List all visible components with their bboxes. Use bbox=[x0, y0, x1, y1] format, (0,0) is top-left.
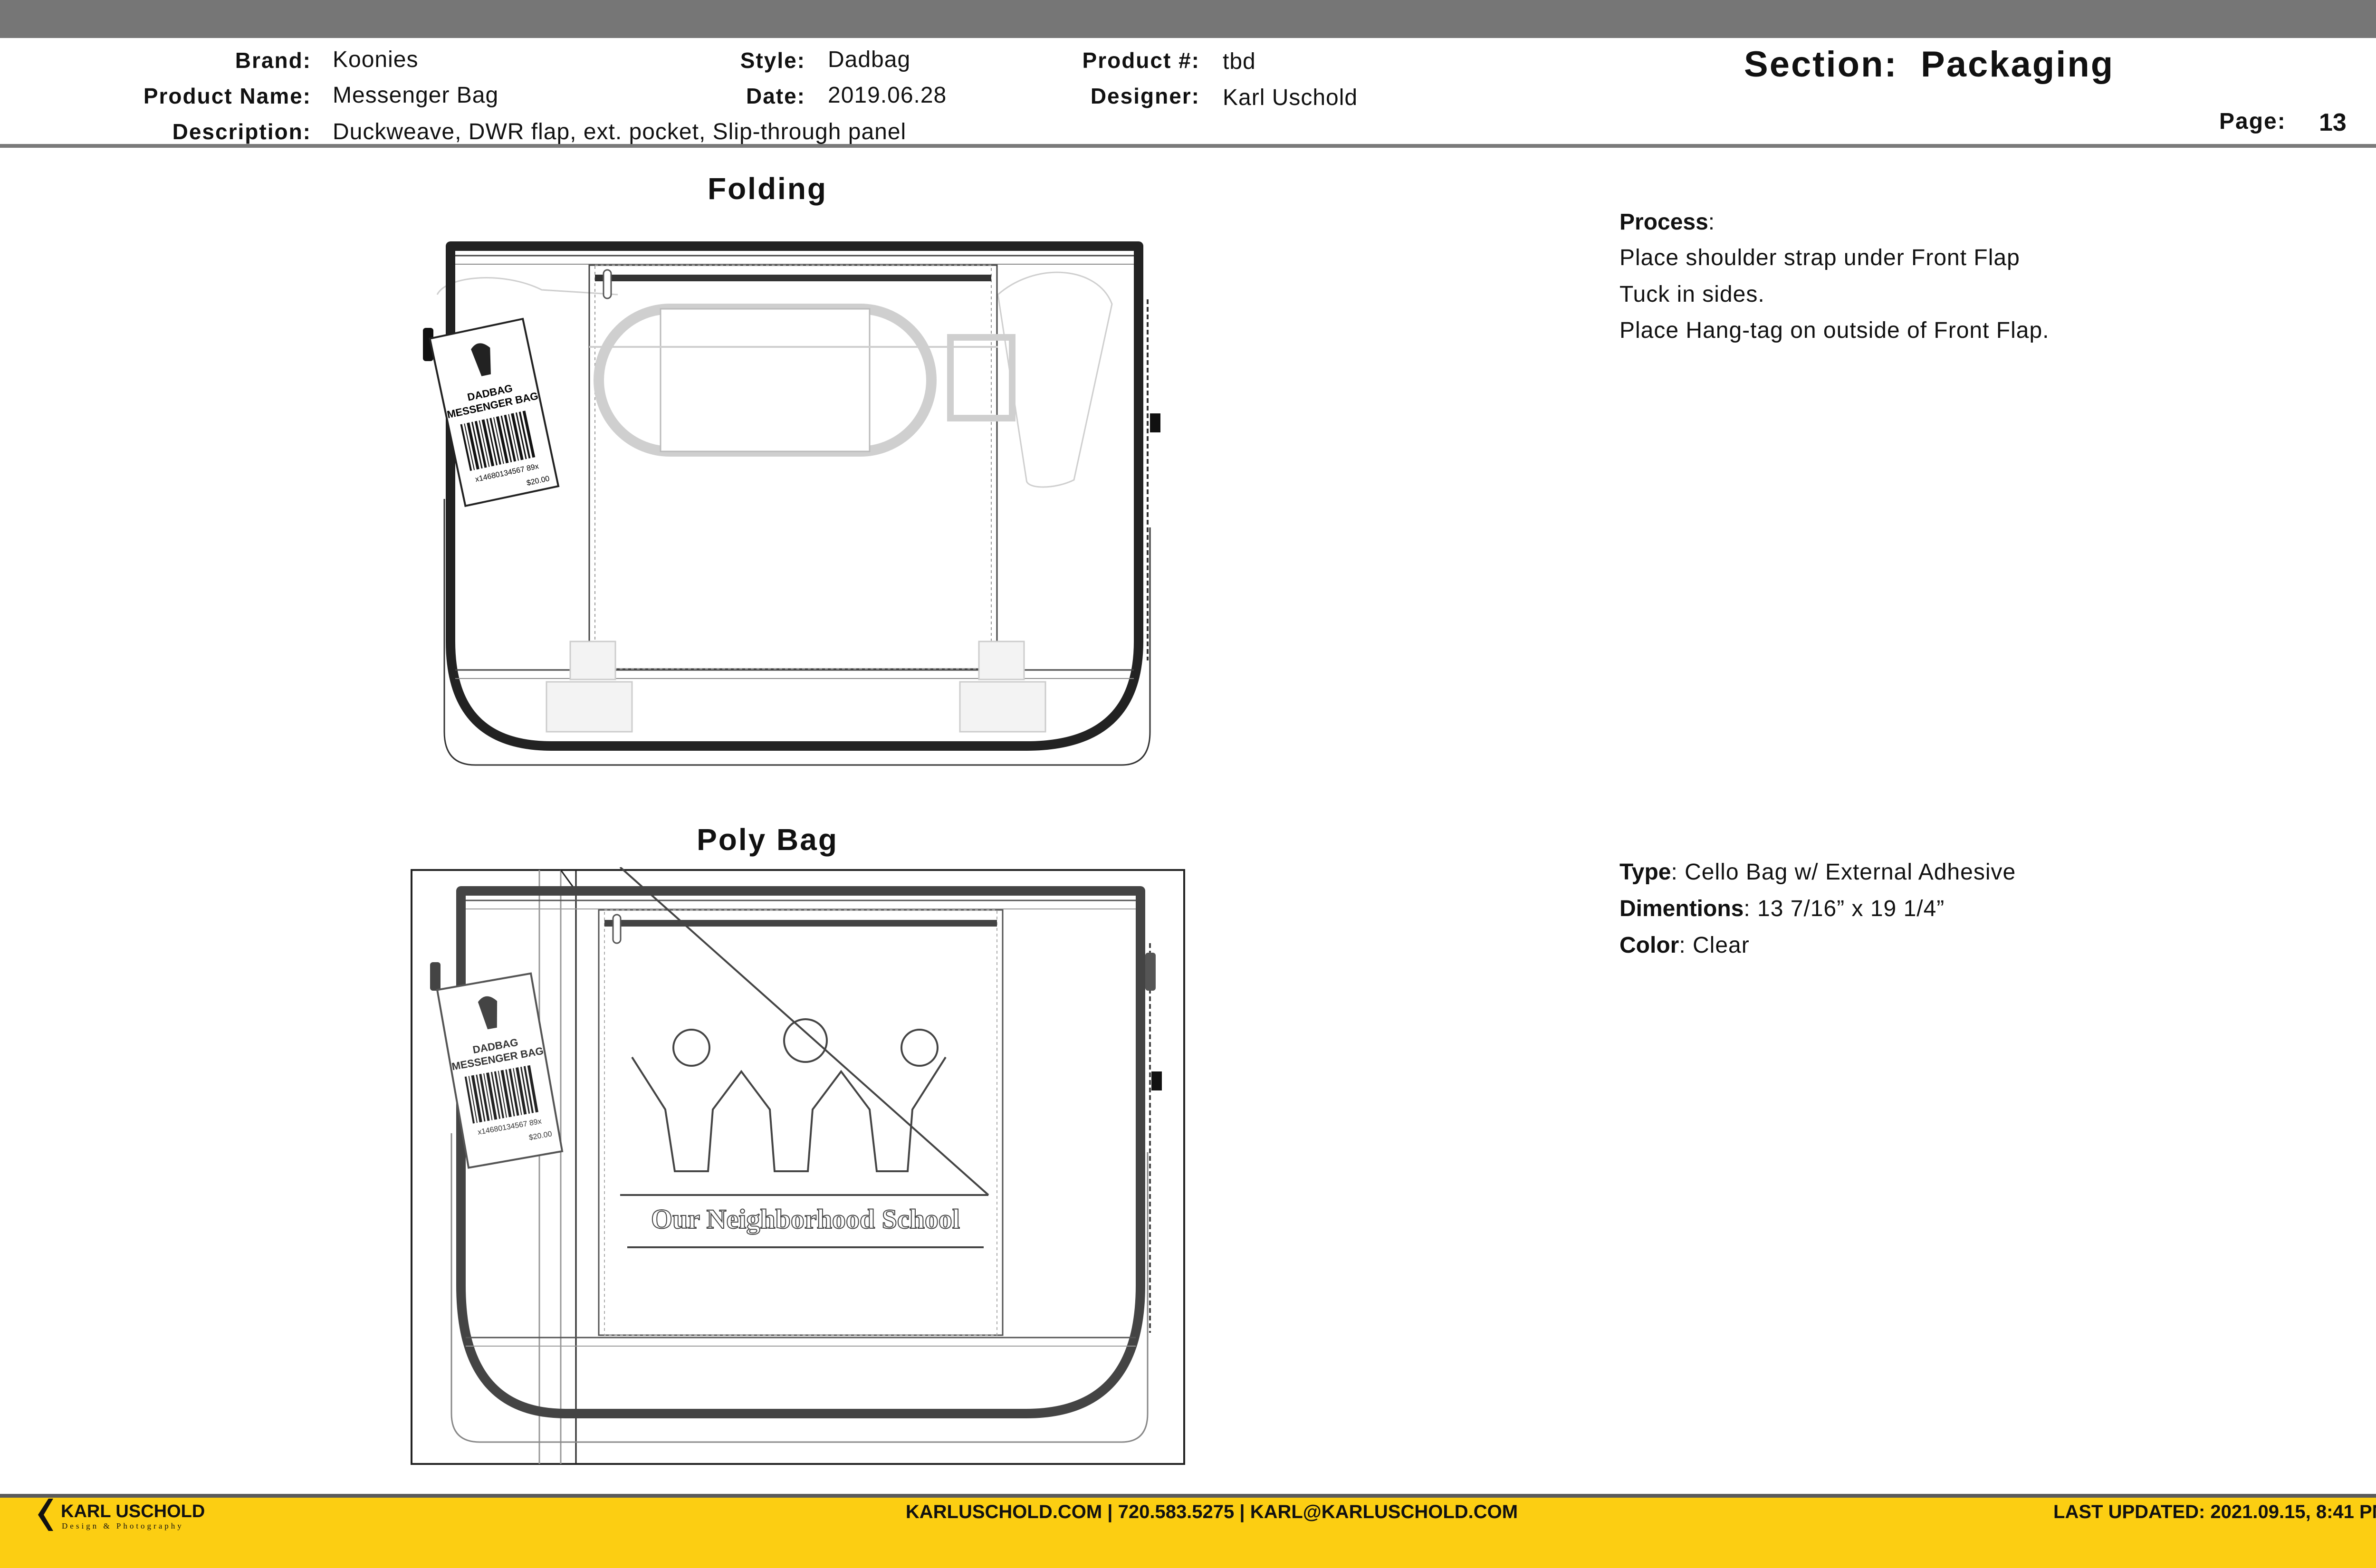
designer-value: Karl Uschold bbox=[1223, 85, 1358, 110]
footer-logo-name: KARL USCHOLD bbox=[61, 1501, 205, 1521]
footer-last-updated: LAST UPDATED: 2021.09.15, 8:41 PM bbox=[2053, 1501, 2376, 1522]
poly-dimensions: Dimentions: 13 7/16” x 19 1/4” bbox=[1619, 896, 1945, 921]
footer-divider bbox=[0, 1494, 2376, 1498]
product-name-label: Product Name: bbox=[143, 84, 311, 108]
folding-bag-drawing: DADBAG MESSENGER BAG x14680134567 89x $2… bbox=[423, 241, 1160, 766]
footer-bar bbox=[0, 1498, 2376, 1568]
footer-contact: KARLUSCHOLD.COM | 720.583.5275 | KARL@KA… bbox=[905, 1501, 1518, 1522]
style-value: Dadbag bbox=[828, 47, 911, 72]
brand-label: Brand: bbox=[235, 48, 311, 73]
page-label: Page: bbox=[2219, 109, 2286, 134]
product-number-value: tbd bbox=[1223, 49, 1256, 74]
process-label: Process: bbox=[1619, 210, 1715, 235]
date-label: Date: bbox=[746, 84, 805, 108]
date-value: 2019.06.28 bbox=[828, 83, 947, 108]
product-name-value: Messenger Bag bbox=[333, 83, 499, 108]
footer-logo-subtitle: Design & Photography bbox=[62, 1521, 184, 1530]
style-label: Style: bbox=[740, 48, 805, 73]
page-number: 13 bbox=[2319, 109, 2347, 136]
poly-type: Type: Cello Bag w/ External Adhesive bbox=[1619, 860, 2016, 885]
brand-value: Koonies bbox=[333, 47, 419, 72]
process-step: Tuck in sides. bbox=[1619, 282, 1765, 307]
folding-title: Folding bbox=[707, 172, 828, 206]
designer-label: Designer: bbox=[1090, 84, 1200, 108]
section-title: Section: Packaging bbox=[1744, 44, 2115, 85]
product-number-label: Product #: bbox=[1082, 48, 1200, 73]
poly-color: Color: Clear bbox=[1619, 933, 1750, 958]
karl-uschold-logo-icon bbox=[38, 1499, 53, 1531]
header-divider bbox=[0, 144, 2376, 148]
process-step: Place Hang-tag on outside of Front Flap. bbox=[1619, 318, 2050, 343]
description-value: Duckweave, DWR flap, ext. pocket, Slip-t… bbox=[333, 119, 907, 144]
school-graphic-text: Our Neighborhood School bbox=[651, 1204, 960, 1234]
process-step: Place shoulder strap under Front Flap bbox=[1619, 245, 2020, 270]
top-bar bbox=[0, 0, 2376, 38]
poly-bag-title: Poly Bag bbox=[697, 822, 838, 857]
poly-bag-drawing: Our Neighborhood School DADBAG MESSENGER… bbox=[411, 867, 1185, 1465]
description-label: Description: bbox=[172, 119, 311, 144]
